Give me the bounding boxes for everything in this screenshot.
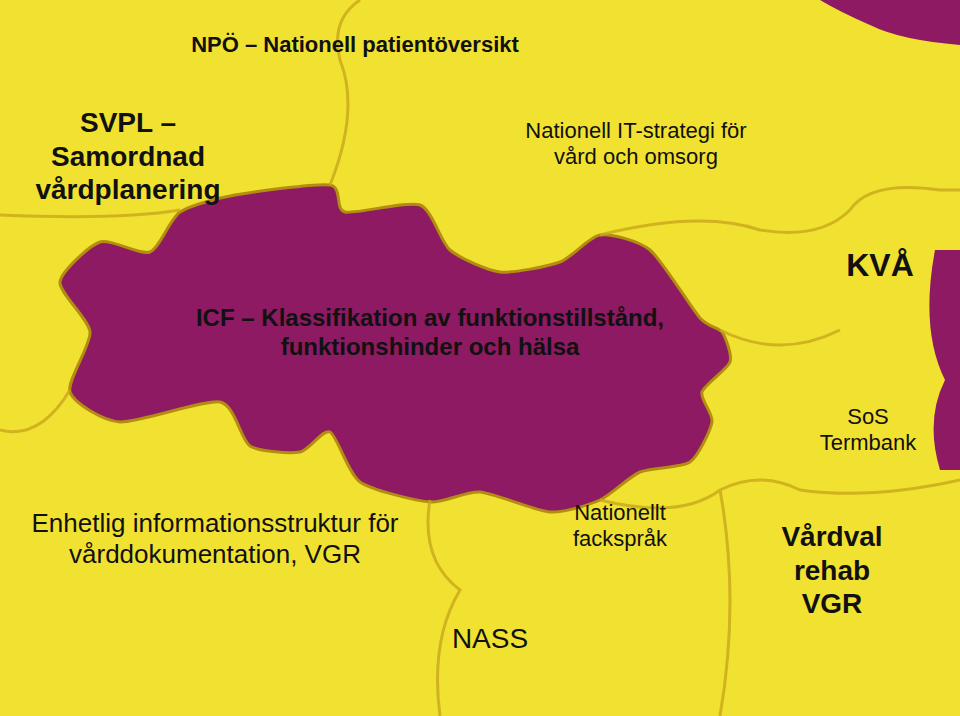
seam — [720, 490, 730, 716]
gap-corner — [820, 0, 960, 45]
puzzle-piece-label: SVPL – Samordnad vårdplanering — [13, 106, 243, 207]
seam — [330, 0, 360, 185]
puzzle-piece-label: Enhetlig informationsstruktur för vårddo… — [13, 508, 417, 570]
puzzle-piece-label: NPÖ – Nationell patientöversikt — [135, 32, 575, 58]
puzzle-piece-label: SoS Termbank — [803, 404, 933, 457]
piece-text: Vårdval rehab VGR — [762, 520, 902, 621]
puzzle-piece-label: Nationellt fackspråk — [550, 500, 690, 553]
piece-text: SVPL – Samordnad vårdplanering — [13, 106, 243, 207]
seam — [600, 188, 960, 236]
seam — [0, 210, 180, 217]
puzzle-piece-label: KVÅ — [830, 246, 930, 284]
piece-text: KVÅ — [830, 246, 930, 284]
puzzle-piece-label: Nationell IT-strategi för vård och omsor… — [501, 118, 771, 171]
seam — [428, 500, 460, 716]
puzzle-hole — [60, 185, 731, 512]
puzzle-piece-label: Vårdval rehab VGR — [762, 520, 902, 621]
seam — [720, 330, 840, 345]
puzzle-piece-label: NASS — [435, 622, 545, 656]
piece-text: SoS Termbank — [803, 404, 933, 457]
piece-text: Nationellt fackspråk — [550, 500, 690, 553]
center-label: ICF – Klassifikation av funktionstillstå… — [175, 304, 685, 362]
seam — [0, 390, 70, 432]
piece-text: Enhetlig informationsstruktur för vårddo… — [13, 508, 417, 570]
piece-text: NASS — [435, 622, 545, 656]
piece-text: NPÖ – Nationell patientöversikt — [135, 32, 575, 58]
piece-text: Nationell IT-strategi för vård och omsor… — [501, 118, 771, 171]
gap-edge — [929, 250, 960, 470]
